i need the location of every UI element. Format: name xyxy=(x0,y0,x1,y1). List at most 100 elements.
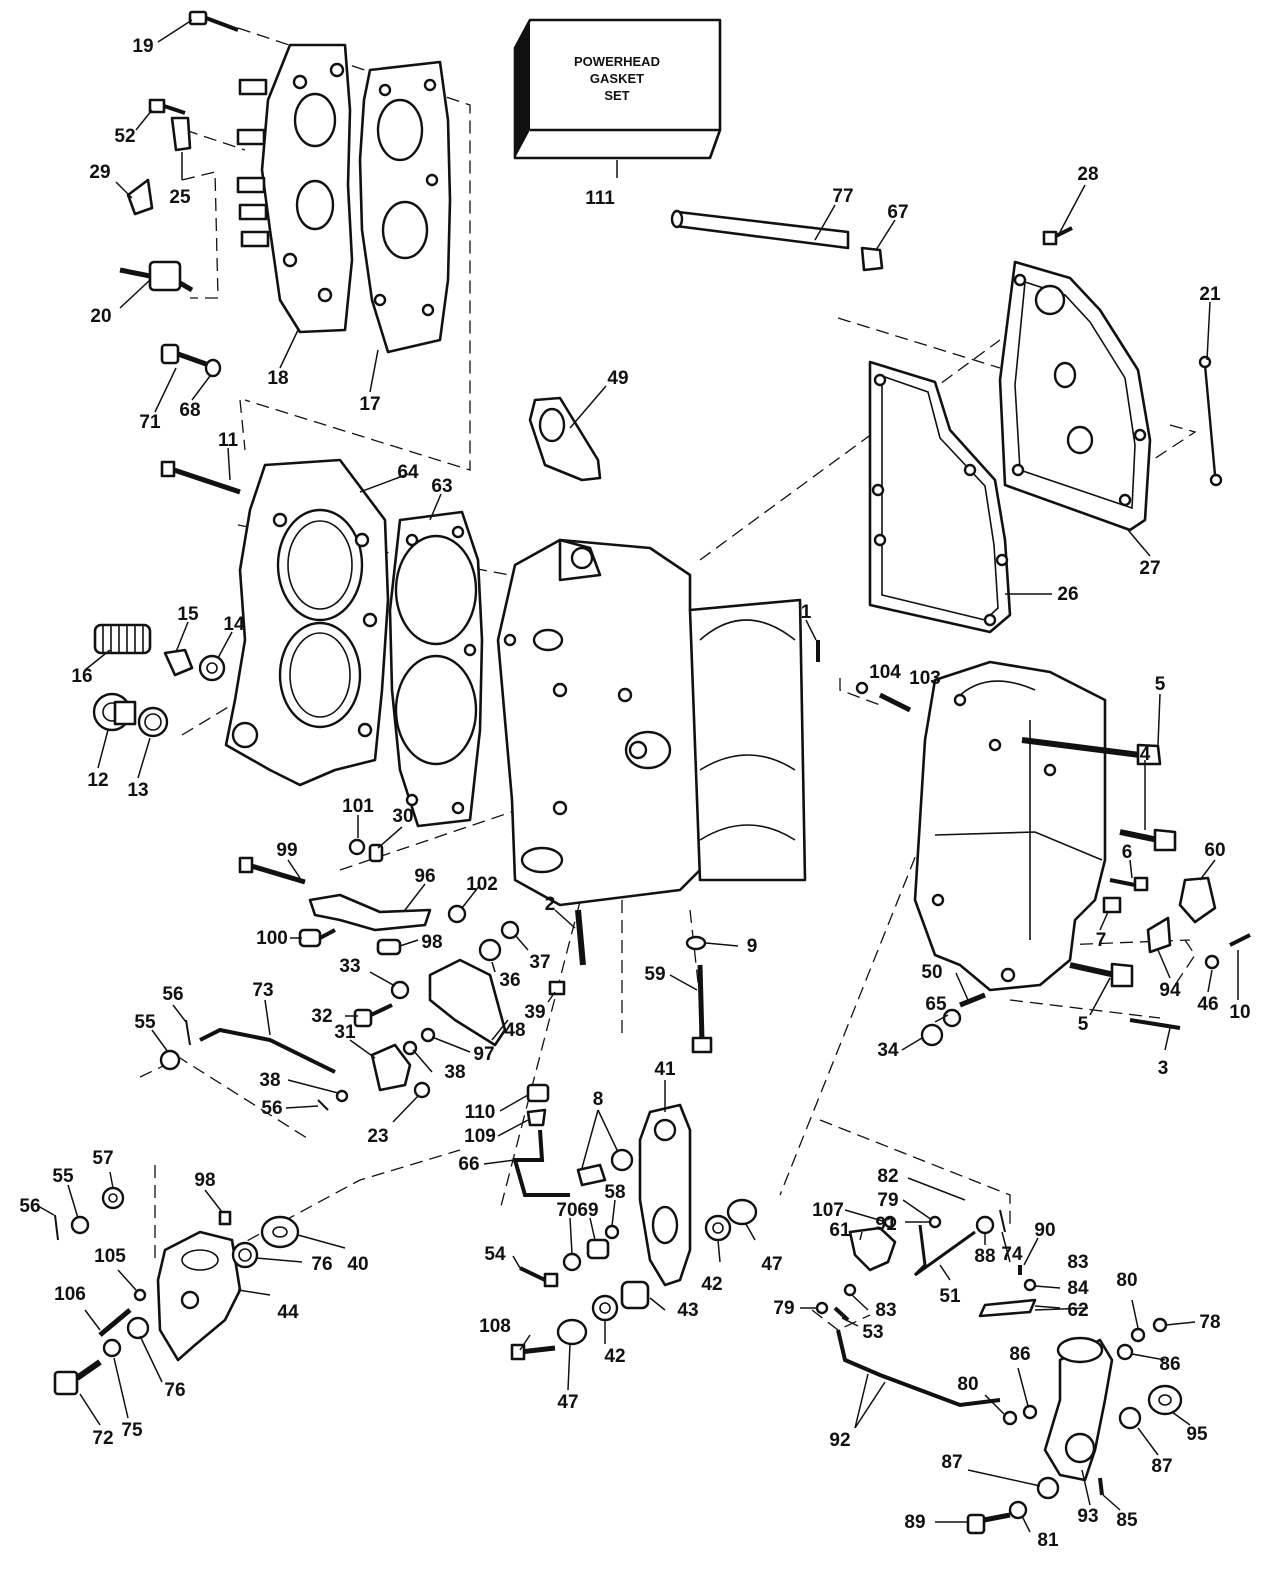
screw-108[interactable] xyxy=(510,1343,556,1361)
fitting-103[interactable] xyxy=(878,692,912,713)
washer-75[interactable] xyxy=(102,1338,122,1358)
bolt-5-bottom[interactable] xyxy=(1069,962,1134,988)
screw-106[interactable] xyxy=(98,1308,132,1337)
washer-97[interactable] xyxy=(420,1027,436,1043)
bolt-99[interactable] xyxy=(238,856,306,885)
nut-36[interactable] xyxy=(478,938,502,962)
sleeve-69[interactable] xyxy=(586,1238,610,1260)
bolt-71[interactable] xyxy=(160,343,207,367)
bolt-89[interactable] xyxy=(966,1512,1011,1535)
clip-8[interactable] xyxy=(576,1148,634,1187)
washer-38b[interactable] xyxy=(335,1089,349,1103)
washer-46[interactable] xyxy=(1204,954,1220,970)
washer-80-top[interactable] xyxy=(1130,1327,1146,1343)
link-51[interactable] xyxy=(913,1224,976,1277)
washer-55-bottom[interactable] xyxy=(70,1215,90,1235)
bolt-11[interactable] xyxy=(160,460,241,495)
nut-39[interactable] xyxy=(548,980,566,996)
fitting-67[interactable] xyxy=(860,246,884,272)
washer-37[interactable] xyxy=(500,920,520,940)
sleeve-98[interactable] xyxy=(376,938,402,956)
fitting-50[interactable] xyxy=(959,992,986,1008)
washer-47-top[interactable] xyxy=(726,1198,758,1226)
bracket-61[interactable] xyxy=(848,1226,897,1272)
nut-87-left[interactable] xyxy=(1036,1476,1060,1500)
nut-42-bottom[interactable] xyxy=(591,1294,619,1322)
nut-86-left[interactable] xyxy=(1022,1404,1038,1420)
plate-62[interactable] xyxy=(978,1298,1037,1318)
gasket-set-box[interactable]: POWERHEAD GASKET SET xyxy=(513,18,722,160)
washer-80-bottom[interactable] xyxy=(1002,1410,1018,1426)
pin-74[interactable] xyxy=(999,1209,1006,1233)
washer-58[interactable] xyxy=(604,1224,620,1240)
clip-104[interactable] xyxy=(855,681,869,695)
hose-77[interactable] xyxy=(670,209,850,250)
washer-105[interactable] xyxy=(133,1288,147,1302)
pin-56-bottom[interactable] xyxy=(54,1214,59,1241)
link-66[interactable] xyxy=(512,1129,570,1197)
nut-14[interactable] xyxy=(198,654,226,682)
nut-57[interactable] xyxy=(101,1186,125,1210)
washer-47-bottom[interactable] xyxy=(556,1318,588,1346)
gasket-13[interactable] xyxy=(137,706,169,738)
exhaust-cover-27[interactable] xyxy=(998,260,1152,532)
clip-109[interactable] xyxy=(526,1108,547,1127)
wire-21[interactable] xyxy=(1198,355,1223,487)
sensor-20[interactable] xyxy=(119,260,194,293)
throttle-cam-44[interactable] xyxy=(156,1230,242,1362)
nut-102[interactable] xyxy=(447,904,467,924)
washer-55-top[interactable] xyxy=(159,1049,181,1071)
sleeve-98-bottom[interactable] xyxy=(218,1210,232,1226)
bracket-60[interactable] xyxy=(1178,876,1217,924)
screw-32[interactable] xyxy=(353,1003,393,1028)
spring-30[interactable] xyxy=(368,843,384,863)
washer-91[interactable] xyxy=(928,1215,942,1229)
screw-85[interactable] xyxy=(1098,1477,1104,1496)
washer-40[interactable] xyxy=(260,1215,300,1249)
screw-54[interactable] xyxy=(519,1266,559,1288)
pin-56-mid[interactable] xyxy=(317,1099,329,1111)
washer-68[interactable] xyxy=(204,358,222,378)
bolt-59[interactable] xyxy=(691,964,713,1054)
screw-100[interactable] xyxy=(298,928,336,948)
cylinder-head-cover-gasket[interactable] xyxy=(358,60,452,354)
cylinder-head-gasket[interactable] xyxy=(388,510,484,828)
washer-95[interactable] xyxy=(1147,1384,1183,1416)
washer-83-top[interactable] xyxy=(1023,1278,1037,1292)
bracket-96[interactable] xyxy=(308,893,432,932)
nut-101[interactable] xyxy=(348,838,366,856)
nut-78[interactable] xyxy=(1152,1317,1168,1333)
washer-81[interactable] xyxy=(1008,1500,1028,1520)
nut-42-top[interactable] xyxy=(704,1214,732,1242)
rod-92[interactable] xyxy=(836,1329,1001,1408)
bolt-5-top[interactable] xyxy=(1021,737,1162,766)
link-94[interactable] xyxy=(1146,916,1172,954)
bushing-76-top[interactable] xyxy=(231,1241,259,1269)
nut-86-right[interactable] xyxy=(1116,1343,1134,1361)
nut-23[interactable] xyxy=(413,1081,431,1099)
screw-53[interactable] xyxy=(833,1306,850,1322)
washer-9[interactable] xyxy=(685,935,707,951)
washer-79-bottom[interactable] xyxy=(815,1301,829,1315)
throttle-rod-73[interactable] xyxy=(199,1027,336,1074)
bolt-72[interactable] xyxy=(53,1359,102,1396)
cylinder-head[interactable] xyxy=(224,458,390,787)
bolt-4[interactable] xyxy=(1119,828,1177,852)
washer-70[interactable] xyxy=(562,1252,582,1272)
lever-31[interactable] xyxy=(370,1043,412,1092)
screw-28[interactable] xyxy=(1042,226,1073,246)
screw-10[interactable] xyxy=(1229,933,1251,947)
nut-87-right[interactable] xyxy=(1118,1406,1142,1430)
arm-41[interactable] xyxy=(638,1103,692,1287)
crankcase[interactable] xyxy=(913,660,1107,992)
bushing-43[interactable] xyxy=(620,1280,650,1310)
stud-2[interactable] xyxy=(575,909,586,966)
exhaust-cover-gasket[interactable] xyxy=(868,360,1012,634)
arm-93[interactable] xyxy=(1043,1336,1114,1482)
pin-56-top[interactable] xyxy=(185,1019,191,1046)
cap-110[interactable] xyxy=(526,1083,550,1103)
clip-29[interactable] xyxy=(126,178,154,216)
washer-34[interactable] xyxy=(920,1023,944,1047)
washer-33[interactable] xyxy=(390,980,410,1000)
pin-3[interactable] xyxy=(1129,1018,1181,1030)
